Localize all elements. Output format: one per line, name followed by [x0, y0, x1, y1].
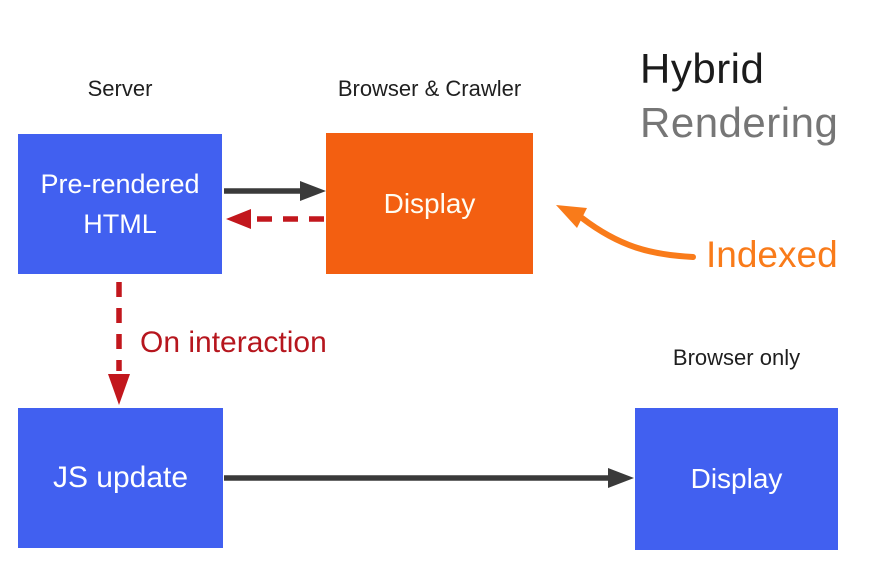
- indexed-annotation: Indexed: [706, 234, 838, 275]
- title-line-hybrid: Hybrid: [640, 45, 765, 92]
- node-display-bottom-label: Display: [690, 463, 783, 494]
- title-line-rendering: Rendering: [640, 99, 839, 146]
- arrow-jsupdate-to-display: [224, 468, 634, 488]
- browser-only-label: Browser only: [672, 345, 801, 370]
- diagram-title: Hybrid Rendering: [640, 42, 838, 150]
- arrow-prerendered-to-display: [224, 181, 326, 201]
- on-interaction-annotation: On interaction: [140, 326, 327, 359]
- server-label: Server: [87, 76, 153, 101]
- node-display-browser-crawler: Display: [326, 133, 533, 274]
- browser-crawler-label: Browser & Crawler: [337, 76, 522, 101]
- node-display-browser-only: Display: [635, 408, 838, 550]
- indexed-arrow: [556, 205, 696, 260]
- node-prerendered-html: Pre-rendered HTML: [18, 134, 222, 274]
- node-prerendered-html-label: Pre-rendered HTML: [40, 169, 200, 239]
- arrow-display-to-prerendered-dashed: [226, 209, 324, 229]
- arrow-on-interaction-dashed: [108, 282, 130, 405]
- node-js-update-label: JS update: [52, 461, 189, 494]
- node-display-top-label: Display: [383, 187, 476, 219]
- node-js-update: JS update: [18, 408, 223, 548]
